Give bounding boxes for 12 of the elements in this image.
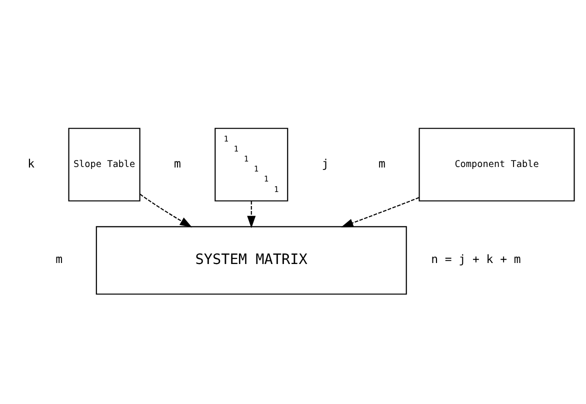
arrow xyxy=(247,200,256,228)
label: m xyxy=(378,156,386,170)
arrow xyxy=(341,196,420,227)
node-box: SYSTEM MATRIX xyxy=(96,226,407,294)
arrow xyxy=(140,193,192,227)
label: n = j + k + m xyxy=(431,252,521,266)
node-box: Slope Table xyxy=(68,127,140,201)
label: j xyxy=(322,156,329,170)
label: k xyxy=(28,156,35,170)
node-box: Component Table xyxy=(418,127,575,201)
label: m xyxy=(174,156,181,170)
label: m xyxy=(56,252,63,266)
